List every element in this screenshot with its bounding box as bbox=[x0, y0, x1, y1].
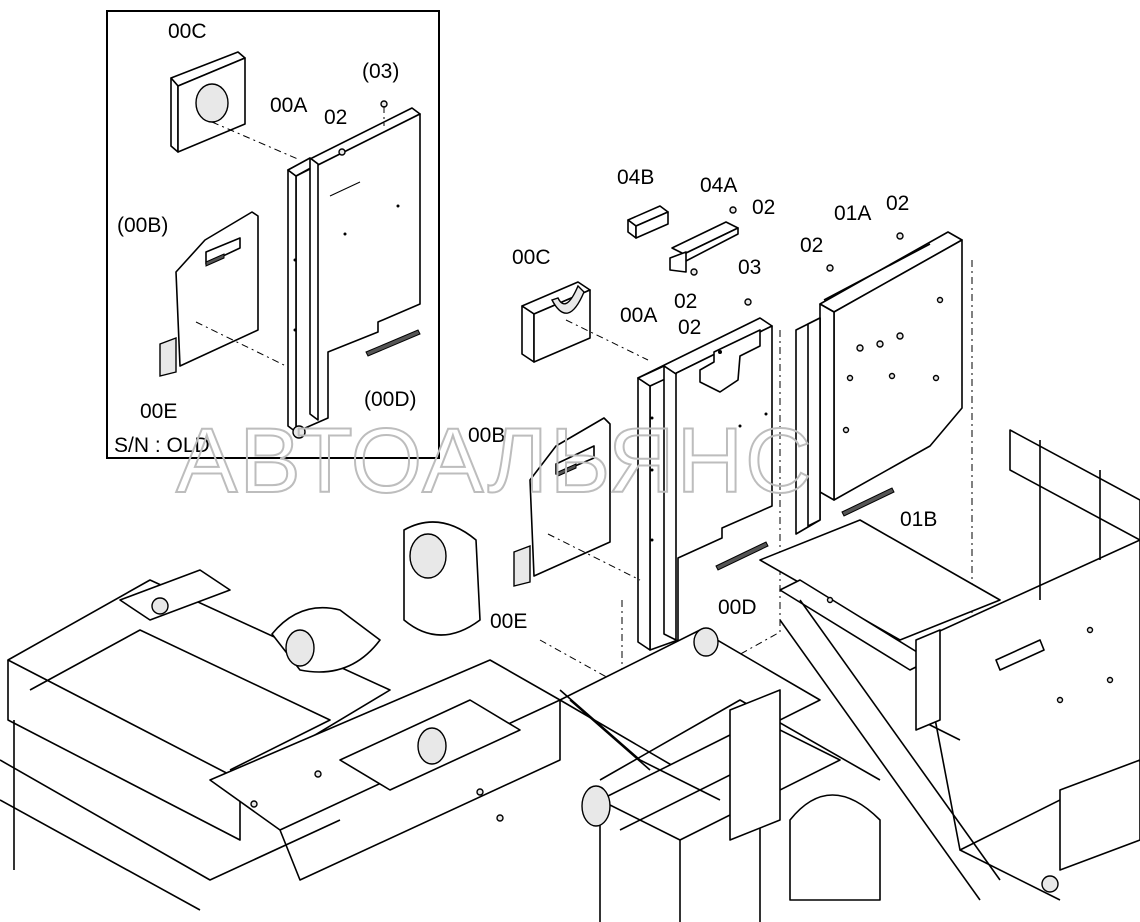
label-00C: 00C bbox=[512, 246, 551, 269]
machine-frame bbox=[0, 429, 1140, 922]
part-00D bbox=[715, 541, 769, 571]
label-01B: 01B bbox=[900, 508, 937, 531]
part-04A bbox=[669, 221, 739, 273]
watermark: АВТОАЛЬЯНС bbox=[176, 410, 814, 512]
main-labels: 04B 04A 02 01A 02 02 00C 03 02 00A 02 00… bbox=[468, 166, 937, 633]
part-04B bbox=[627, 205, 669, 239]
label-02-top: 02 bbox=[752, 196, 775, 219]
label-04B: 04B bbox=[617, 166, 654, 189]
label-00E: 00E bbox=[490, 610, 527, 633]
label-00A: 00A bbox=[620, 304, 657, 327]
inset-old-serial bbox=[106, 10, 440, 459]
part-00A bbox=[637, 317, 773, 651]
inset-part-00A bbox=[287, 107, 421, 439]
inset-part-00D bbox=[365, 329, 421, 357]
inset-label-00C: 00C bbox=[168, 20, 207, 43]
label-03: 03 bbox=[738, 256, 761, 279]
inset-label-00D: (00D) bbox=[364, 388, 417, 411]
inset-label-02: 02 bbox=[324, 106, 347, 129]
inset-part-00C bbox=[170, 51, 246, 153]
inset-label-03: (03) bbox=[362, 60, 399, 83]
inset-labels: 00C (03) 00A 02 (00B) 00E (00D) S/N : OL… bbox=[114, 20, 417, 457]
label-02-right: 02 bbox=[886, 192, 909, 215]
part-01A bbox=[795, 231, 963, 535]
part-00B bbox=[513, 417, 611, 587]
label-02-panel: 02 bbox=[800, 234, 823, 257]
inset-label-00B: (00B) bbox=[117, 214, 168, 237]
label-02-plate: 02 bbox=[678, 316, 701, 339]
label-00B: 00B bbox=[468, 424, 505, 447]
label-01A: 01A bbox=[834, 202, 871, 225]
label-04A: 04A bbox=[700, 174, 737, 197]
label-02-bracket: 02 bbox=[674, 290, 697, 313]
part-01B bbox=[841, 487, 895, 517]
inset-label-00E: 00E bbox=[140, 400, 177, 423]
label-00D: 00D bbox=[718, 596, 757, 619]
inset-label-00A: 00A bbox=[270, 94, 307, 117]
inset-part-00B bbox=[159, 211, 259, 377]
inset-serial-label: S/N : OLD bbox=[114, 434, 210, 457]
part-00C bbox=[521, 281, 591, 363]
